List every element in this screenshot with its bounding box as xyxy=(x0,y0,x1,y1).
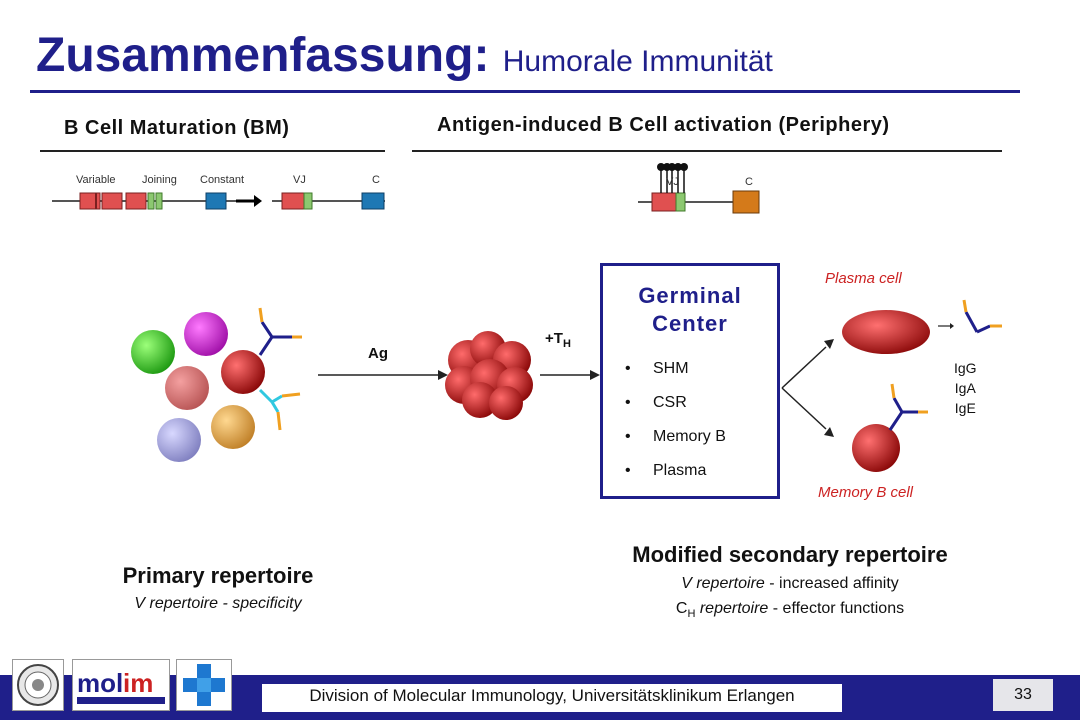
joining-label: Joining xyxy=(142,174,177,186)
title-subtitle: Humorale Immunität xyxy=(502,45,773,78)
germline-gene-diagram xyxy=(52,192,385,210)
proliferating-cell-cluster xyxy=(445,331,533,420)
primary-repertoire-desc: V repertoire - specificity xyxy=(134,595,302,612)
germinal-center-list: SHM CSR Memory B Plasma xyxy=(625,360,726,496)
periphery-heading-rule xyxy=(412,150,1002,152)
secondary-repertoire-line1: V repertoire - increased affinity xyxy=(681,575,899,592)
svg-text:mol: mol xyxy=(77,668,123,698)
molim-logo: mol im xyxy=(72,659,170,711)
bm-heading-rule xyxy=(40,150,385,152)
th-label: +TH xyxy=(545,330,571,350)
primary-repertoire-title: Primary repertoire xyxy=(122,563,314,588)
svg-text:im: im xyxy=(123,668,153,698)
gc-item-csr: CSR xyxy=(625,394,726,428)
isotype-list: IgG IgA IgE xyxy=(954,358,977,418)
ag-arrow xyxy=(318,370,448,380)
gc-item-plasma: Plasma xyxy=(625,462,726,496)
isotype-ige: IgE xyxy=(954,400,976,416)
footer-text: Division of Molecular Immunology, Univer… xyxy=(309,686,795,705)
memory-cell-label: Memory B cell xyxy=(818,484,914,501)
isotype-igg: IgG xyxy=(954,360,977,376)
th-arrow xyxy=(540,370,600,380)
plasma-cell-label: Plasma cell xyxy=(825,270,902,287)
footer-text-box xyxy=(262,684,842,712)
periphery-heading: Antigen-induced B Cell activation (Perip… xyxy=(437,114,890,136)
bm-heading: B Cell Maturation (BM) xyxy=(64,117,290,139)
mutated-vj-label: VJ xyxy=(666,176,679,188)
ag-label: Ag xyxy=(368,345,388,362)
isotype-iga: IgA xyxy=(954,380,976,396)
mutated-c-label: C xyxy=(745,176,753,188)
germinal-center-box: Germinal Center SHM CSR Memory B Plasma xyxy=(600,263,780,499)
branch-arrows xyxy=(781,339,834,437)
gc-item-shm: SHM xyxy=(625,360,726,394)
memory-b-cell-graphic xyxy=(852,383,928,472)
constant-label: Constant xyxy=(200,174,245,186)
cross-logo xyxy=(176,659,232,711)
germinal-center-title: Germinal Center xyxy=(638,283,742,336)
university-seal-logo xyxy=(12,659,64,711)
secondary-repertoire-line2: CH repertoire - effector functions xyxy=(675,600,905,621)
page-number: 33 xyxy=(993,679,1053,711)
slide-title: Zusammenfassung: Humorale Immunität xyxy=(36,28,773,83)
title-rule xyxy=(30,90,1020,93)
secondary-repertoire-title: Modified secondary repertoire xyxy=(632,542,948,567)
primary-b-cell-cluster xyxy=(131,307,302,462)
mutated-gene-diagram xyxy=(638,163,760,214)
c-label: C xyxy=(372,174,380,186)
th-label-subscript: H xyxy=(562,338,571,350)
plasma-cell-graphic xyxy=(842,299,1002,354)
variable-label: Variable xyxy=(76,174,116,186)
vj-label: VJ xyxy=(293,174,306,186)
gc-item-memory-b: Memory B xyxy=(625,428,726,462)
title-bold: Zusammenfassung: xyxy=(36,29,490,82)
